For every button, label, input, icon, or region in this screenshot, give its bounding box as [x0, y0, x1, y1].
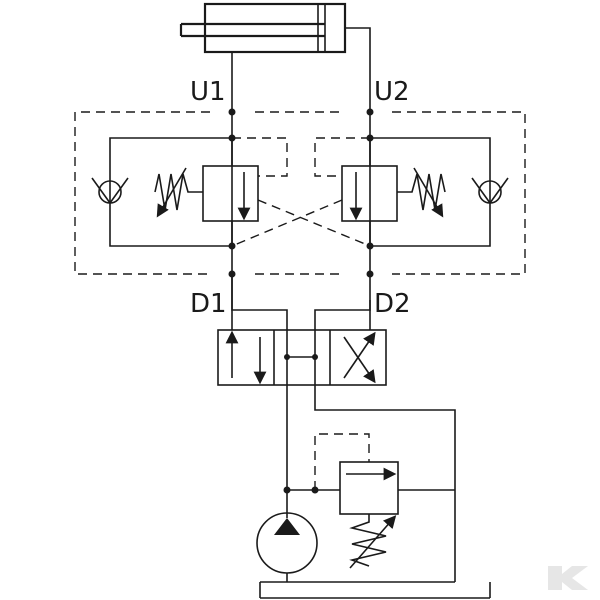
return-line	[314, 385, 456, 582]
brand-logo	[548, 566, 588, 590]
line-d1	[231, 300, 288, 330]
right-bypass-loop	[370, 137, 491, 247]
relief-pilot-line	[314, 433, 370, 490]
cylinder-barrel	[203, 2, 347, 54]
relief-valve	[314, 433, 399, 569]
junction-pump	[283, 486, 291, 494]
pump-direction-triangle	[274, 518, 300, 535]
counterbalance-block-outline	[74, 111, 526, 275]
right-check-valve	[471, 177, 509, 205]
cross-pilot-left	[257, 199, 371, 247]
relief-valve-body	[339, 461, 399, 515]
right-spring	[397, 173, 446, 211]
hydraulic-cylinder	[179, 2, 347, 54]
line-u2	[345, 27, 371, 112]
label-u2: U2	[374, 77, 410, 107]
left-valve-body	[202, 165, 259, 222]
right-spring-adjust-arrow	[413, 167, 444, 218]
right-pilot-line	[314, 137, 370, 177]
label-u1: U1	[190, 77, 226, 107]
left-bypass-loop	[109, 137, 232, 247]
dcv-right-arrow-cross-b	[343, 331, 376, 379]
hydraulic-pump	[256, 512, 318, 582]
label-d2: D2	[374, 289, 411, 319]
left-check-valve	[91, 177, 129, 205]
left-counterbalance-valve	[91, 137, 288, 247]
right-counterbalance-valve	[314, 137, 509, 247]
left-spring-adjust-arrow	[156, 167, 187, 218]
junction-dots	[228, 108, 374, 278]
left-spring	[154, 173, 203, 211]
label-d1: D1	[190, 289, 227, 319]
line-d2	[314, 300, 371, 330]
cross-pilot-right	[231, 199, 343, 247]
dcv-body	[217, 329, 387, 386]
directional-control-valve	[217, 274, 387, 386]
relief-spring	[349, 514, 387, 567]
left-pilot-line	[232, 137, 288, 177]
relief-adjust-arrow	[349, 515, 397, 569]
